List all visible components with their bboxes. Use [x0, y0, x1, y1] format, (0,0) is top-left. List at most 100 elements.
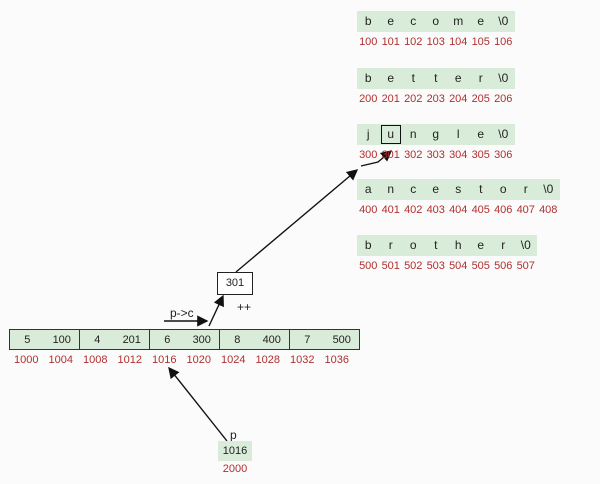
char-cell: o [409, 238, 417, 252]
char-address: 503 [426, 260, 445, 272]
char-address: 405 [471, 204, 490, 216]
char-address: 102 [404, 36, 423, 48]
char-address: 501 [381, 260, 400, 272]
char-cell: o [432, 14, 440, 28]
pointer-target-box: 301 [217, 272, 253, 295]
char-cell: l [456, 127, 460, 141]
struct-int-field: 7 [304, 333, 311, 346]
char-cell: t [434, 71, 438, 85]
char-cell: r [523, 182, 528, 196]
to-u-arrow [360, 150, 393, 167]
char-cell: a [364, 182, 372, 196]
struct-address: 1032 [290, 354, 315, 366]
char-address: 300 [359, 149, 378, 161]
char-cell: t [434, 238, 438, 252]
char-cell: r [478, 71, 483, 85]
string-chars: b r o t h e r \0 [357, 235, 537, 256]
struct-address: 1012 [117, 354, 142, 366]
char-address: 400 [359, 204, 378, 216]
struct-pointer-field: 201 [122, 333, 141, 346]
p-variable: 1016 [218, 441, 252, 461]
struct-address: 1008 [83, 354, 108, 366]
char-address: 401 [381, 204, 400, 216]
char-address: 306 [494, 149, 513, 161]
char-cell: t [411, 71, 415, 85]
char-address: 500 [359, 260, 378, 272]
char-cell: e [387, 14, 395, 28]
char-address: 506 [494, 260, 513, 272]
char-address: 303 [426, 149, 445, 161]
char-address: 106 [494, 36, 513, 48]
char-address: 105 [471, 36, 490, 48]
char-cell: n [387, 182, 395, 196]
char-address: 203 [426, 93, 445, 105]
struct-address: 1016 [152, 354, 177, 366]
struct-pointer-field: 300 [192, 333, 211, 346]
char-address: 404 [449, 204, 468, 216]
char-cell: \0 [520, 238, 531, 252]
char-cell: b [364, 238, 372, 252]
char-cell: e [454, 71, 462, 85]
p-arrow [168, 366, 228, 442]
char-cell: j [366, 127, 370, 141]
char-address: 403 [426, 204, 445, 216]
struct-pointer-field: 500 [332, 333, 351, 346]
char-cell: \0 [543, 182, 554, 196]
char-address: 407 [516, 204, 535, 216]
char-cell: c [410, 182, 417, 196]
char-cell: n [409, 127, 417, 141]
char-cell: e [477, 238, 485, 252]
increment-label: ++ [237, 300, 252, 314]
char-cell: s [455, 182, 462, 196]
char-address: 504 [449, 260, 468, 272]
struct-int-field: 6 [164, 333, 171, 346]
struct-address: 1028 [255, 354, 280, 366]
char-address: 505 [471, 260, 490, 272]
pc-label: p->c [170, 306, 194, 320]
char-address: 406 [494, 204, 513, 216]
char-address: 205 [471, 93, 490, 105]
struct-address: 1020 [186, 354, 211, 366]
char-cell: \0 [498, 127, 509, 141]
struct-element: 8 400 [220, 330, 290, 349]
struct-address: 1004 [48, 354, 73, 366]
char-address: 100 [359, 36, 378, 48]
char-cell: r [388, 238, 393, 252]
char-address: 408 [539, 204, 558, 216]
char-cell: h [454, 238, 462, 252]
char-cell: g [432, 127, 440, 141]
char-cell: e [477, 14, 485, 28]
struct-address: 1000 [14, 354, 39, 366]
struct-pointer-field: 100 [52, 333, 71, 346]
struct-array-cells: 5 100 4 201 6 300 8 400 7 500 [9, 329, 360, 350]
char-address: 101 [381, 36, 400, 48]
struct-pointer-field: 400 [262, 333, 281, 346]
struct-element: 6 300 [150, 330, 220, 349]
struct-int-field: 4 [94, 333, 101, 346]
char-address: 202 [404, 93, 423, 105]
char-address: 206 [494, 93, 513, 105]
struct-int-field: 8 [234, 333, 241, 346]
struct-int-field: 5 [24, 333, 31, 346]
struct-element: 7 500 [290, 330, 359, 349]
char-address: 201 [381, 93, 400, 105]
char-address: 200 [359, 93, 378, 105]
char-address: 304 [449, 149, 468, 161]
char-cell: e [432, 182, 440, 196]
char-cell: r [501, 238, 506, 252]
char-cell: \0 [498, 14, 509, 28]
